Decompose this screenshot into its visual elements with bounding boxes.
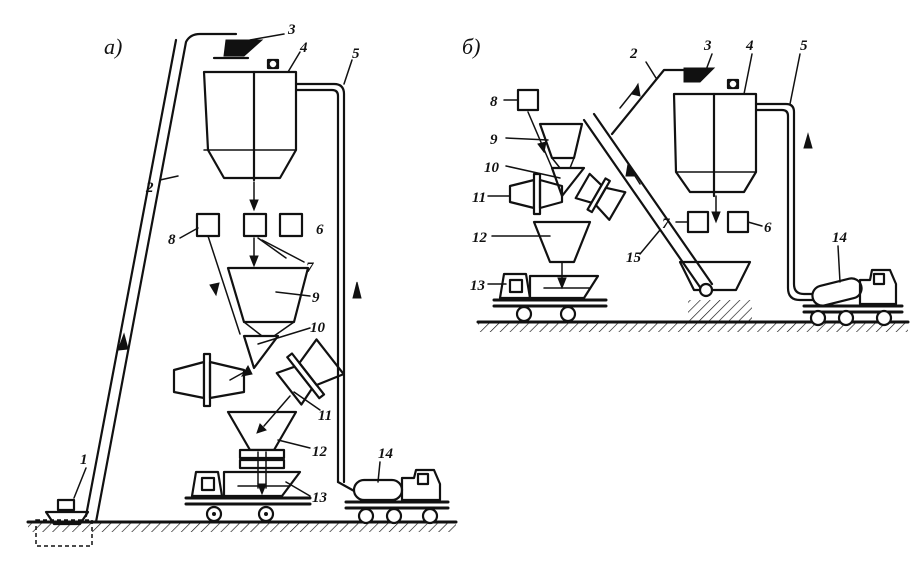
label-a-9: 9 (312, 290, 320, 306)
label-b-9: 9 (490, 132, 498, 148)
panel-a: а) (26, 22, 458, 547)
bunker-12-b (532, 220, 592, 290)
funnel-10 (242, 321, 295, 370)
label-a-5: 5 (352, 46, 360, 62)
label-b-4: 4 (745, 38, 754, 54)
mixer-11-discharge-arrow (256, 395, 291, 434)
dump-truck-13 (184, 470, 312, 523)
dispenser-8 (195, 212, 221, 238)
mixer-11 (275, 338, 345, 406)
dispenser-7 (242, 212, 268, 238)
label-a-7: 7 (306, 260, 314, 276)
label-a-10: 10 (310, 320, 326, 336)
label-b-14: 14 (832, 230, 848, 246)
pneumatic-line-5-b (754, 102, 822, 302)
receiving-pit-1 (35, 498, 93, 547)
label-a-13: 13 (312, 490, 328, 506)
leader-lines-b (487, 53, 841, 285)
label-a-3: 3 (287, 22, 296, 38)
labels-b: 2 3 4 5 6 7 8 9 10 11 12 13 14 15 (470, 38, 848, 294)
label-b-3: 3 (703, 38, 712, 54)
cement-truck-14 (336, 468, 450, 525)
dispenser-6 (278, 212, 304, 238)
inclined-conveyor-2 (84, 32, 238, 524)
dispenser-7-b (686, 210, 710, 234)
label-a-4: 4 (299, 40, 308, 56)
distributor-3-b (683, 67, 716, 83)
dispenser-8-b (516, 88, 540, 112)
label-a-8: 8 (168, 232, 176, 248)
silo-outlet-arrow (249, 181, 259, 212)
panel-b-label: б) (462, 34, 480, 59)
bunker-12 (226, 410, 298, 496)
panel-a-label: а) (104, 34, 122, 59)
label-a-1: 1 (80, 452, 88, 468)
skip-hoist-15 (582, 112, 752, 322)
mixer-left (172, 352, 253, 408)
silo-4 (202, 58, 298, 182)
panel-b: б) (462, 34, 910, 332)
labels-a: 1 2 3 4 5 6 7 8 9 10 11 12 13 14 (80, 22, 394, 506)
dispenser-6-b (726, 210, 750, 234)
label-b-12: 12 (472, 230, 488, 246)
distributor-3 (212, 39, 264, 60)
mixer-tilted-b (574, 172, 627, 221)
label-a-6: 6 (316, 222, 324, 238)
dispenser-flow-arrows (207, 235, 287, 335)
label-b-5: 5 (800, 38, 808, 54)
label-a-2: 2 (145, 180, 154, 196)
label-b-11: 11 (472, 190, 486, 206)
label-b-13: 13 (470, 278, 486, 294)
label-b-6: 6 (764, 220, 772, 236)
silo-4-b (672, 78, 758, 224)
dump-truck-13-b (492, 272, 608, 323)
label-b-7: 7 (662, 216, 670, 232)
label-a-14: 14 (378, 446, 394, 462)
label-b-10: 10 (484, 160, 500, 176)
ground-a (26, 520, 458, 532)
label-a-12: 12 (312, 444, 328, 460)
pneumatic-line-5 (294, 82, 362, 484)
label-b-8: 8 (490, 94, 498, 110)
leader-lines-a (73, 33, 381, 499)
mixer-11-b (508, 172, 564, 216)
label-b-15: 15 (626, 250, 642, 266)
cement-truck-14-b (802, 268, 904, 327)
funnel-10-b (550, 157, 586, 198)
label-a-11: 11 (318, 408, 332, 424)
label-b-2: 2 (629, 46, 638, 62)
